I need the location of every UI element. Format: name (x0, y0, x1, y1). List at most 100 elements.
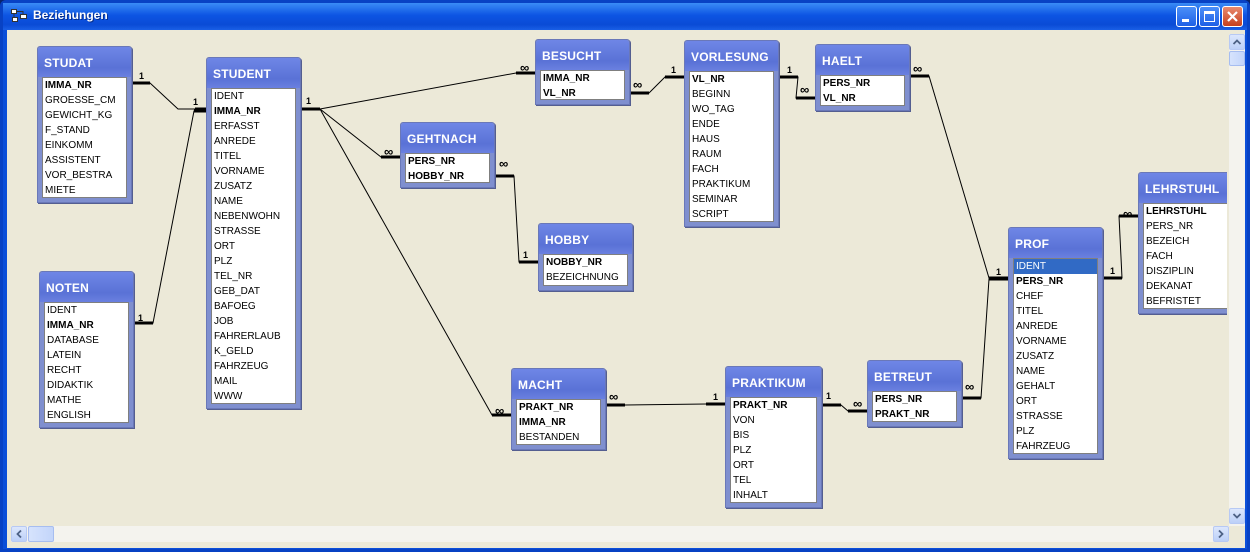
field-item[interactable]: MATHE (47, 395, 82, 406)
field-item[interactable]: IMMA_NR (214, 106, 261, 117)
scroll-down-button[interactable] (1229, 508, 1245, 524)
table-header[interactable]: STUDENT (207, 58, 300, 88)
field-item[interactable]: DEKANAT (1146, 281, 1193, 292)
vertical-scroll-thumb[interactable] (1229, 51, 1245, 66)
field-item[interactable]: ORT (1016, 396, 1037, 407)
table-header[interactable]: STUDAT (38, 47, 131, 77)
horizontal-scroll-thumb[interactable] (28, 526, 54, 542)
field-item[interactable]: ENDE (692, 119, 720, 130)
field-item[interactable]: K_GELD (214, 346, 254, 357)
table-header[interactable]: HOBBY (539, 224, 632, 254)
table-header[interactable]: NOTEN (40, 272, 133, 302)
field-item[interactable]: TEL_NR (214, 271, 253, 282)
field-item[interactable]: DIDAKTIK (47, 380, 94, 391)
field-item[interactable]: PERS_NR (1016, 276, 1064, 287)
field-item[interactable]: ZUSATZ (214, 181, 253, 192)
field-item[interactable]: ORT (214, 241, 235, 252)
table-header[interactable]: MACHT (512, 369, 605, 399)
field-item[interactable]: ERFASST (214, 121, 260, 132)
table-header[interactable]: GEHTNACH (401, 123, 494, 153)
field-item[interactable]: F_STAND (45, 125, 90, 136)
field-item[interactable]: IMMA_NR (45, 80, 92, 91)
field-item[interactable]: DISZIPLIN (1146, 266, 1194, 277)
field-item[interactable]: NEBENWOHN (214, 211, 281, 222)
field-item[interactable]: NAME (1016, 366, 1045, 377)
field-item[interactable]: GROESSE_CM (45, 95, 116, 106)
field-item[interactable]: VORNAME (1016, 336, 1067, 347)
relationship-student-besucht[interactable] (301, 72, 535, 110)
field-item[interactable]: IMMA_NR (519, 417, 566, 428)
field-item[interactable]: LATEIN (47, 350, 82, 361)
field-item[interactable]: FACH (692, 164, 719, 175)
field-item[interactable]: VL_NR (692, 74, 725, 85)
field-item[interactable]: BEZEICHNUNG (546, 272, 619, 283)
field-item[interactable]: ZUSATZ (1016, 351, 1055, 362)
field-item[interactable]: ANREDE (1016, 321, 1058, 332)
field-item[interactable]: MIETE (45, 185, 76, 196)
field-item[interactable]: EINKOMM (45, 140, 93, 151)
field-item[interactable]: BIS (733, 430, 750, 441)
field-item[interactable]: PRAKT_NR (519, 402, 574, 413)
field-item[interactable]: ENGLISH (47, 410, 91, 421)
field-item[interactable]: GEB_DAT (214, 286, 260, 297)
field-item[interactable]: STRASSE (214, 226, 261, 237)
field-item[interactable]: PRAKTIKUM (692, 179, 751, 190)
table-header[interactable]: VORLESUNG (685, 41, 778, 71)
field-item[interactable]: BEZEICH (1146, 236, 1190, 247)
field-item[interactable]: CHEF (1016, 291, 1044, 302)
scroll-up-button[interactable] (1229, 34, 1245, 50)
field-item[interactable]: VL_NR (823, 93, 856, 104)
field-item[interactable]: IMMA_NR (47, 320, 94, 331)
field-item[interactable]: BEGINN (692, 89, 731, 100)
horizontal-scrollbar[interactable] (11, 526, 1229, 542)
table-header[interactable]: PRAKTIKUM (726, 367, 821, 397)
field-item[interactable]: WWW (214, 391, 243, 402)
table-header[interactable]: HAELT (816, 45, 909, 75)
field-item[interactable]: PLZ (214, 256, 233, 267)
field-item[interactable]: PLZ (1016, 426, 1035, 437)
table-header[interactable]: LEHRSTUHL (1139, 173, 1227, 203)
field-item[interactable]: ANREDE (214, 136, 256, 147)
field-item[interactable]: PERS_NR (1146, 221, 1194, 232)
field-item[interactable]: BEFRISTET (1146, 296, 1202, 307)
field-item[interactable]: BAFOEG (214, 301, 256, 312)
field-item[interactable]: VL_NR (543, 88, 576, 99)
field-item[interactable]: HAUS (692, 134, 720, 145)
field-item[interactable]: FAHRZEUG (1016, 441, 1071, 452)
close-button[interactable] (1222, 6, 1243, 27)
field-item[interactable]: VORNAME (214, 166, 265, 177)
table-header[interactable]: BETREUT (868, 361, 961, 391)
table-header[interactable]: PROF (1009, 228, 1102, 258)
table-header[interactable]: BESUCHT (536, 40, 629, 70)
field-item[interactable]: MAIL (214, 376, 238, 387)
field-item[interactable]: INHALT (733, 490, 768, 501)
field-item[interactable]: VOR_BESTRA (45, 170, 113, 181)
field-item[interactable]: SEMINAR (692, 194, 738, 205)
field-item[interactable]: FAHRZEUG (214, 361, 269, 372)
field-item[interactable]: PERS_NR (408, 156, 456, 167)
field-item[interactable]: IDENT (47, 305, 77, 316)
field-item[interactable]: PLZ (733, 445, 752, 456)
relationship-vorlesung-haelt[interactable] (779, 76, 815, 99)
field-item[interactable]: PRAKT_NR (733, 400, 788, 411)
field-item[interactable]: WO_TAG (692, 104, 735, 115)
